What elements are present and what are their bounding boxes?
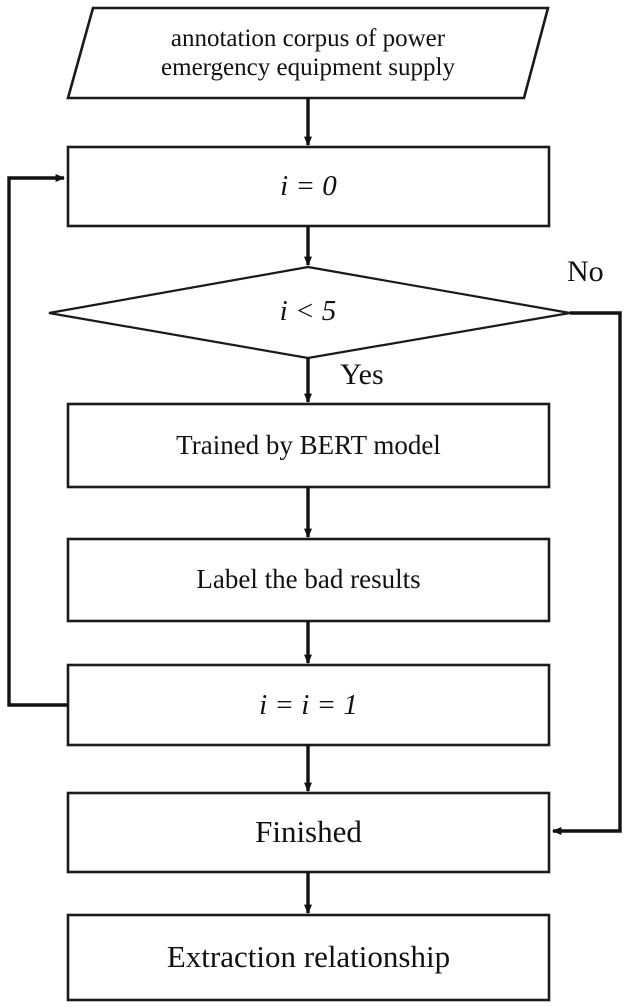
node-init-counter-shape[interactable] [66, 145, 551, 228]
edge-condition-no-branch [551, 311, 622, 835]
node-finished-shape[interactable] [66, 791, 551, 874]
node-loop-condition-shape[interactable] [48, 265, 571, 360]
node-input-corpus-shape[interactable] [66, 6, 550, 100]
node-increment-counter-shape[interactable] [66, 663, 551, 747]
node-label-bad-results-shape[interactable] [66, 537, 551, 623]
node-extraction-relationship-shape[interactable] [66, 913, 551, 1002]
node-train-bert-shape[interactable] [66, 402, 551, 489]
edge-increment-to-init-loopback [7, 174, 68, 707]
